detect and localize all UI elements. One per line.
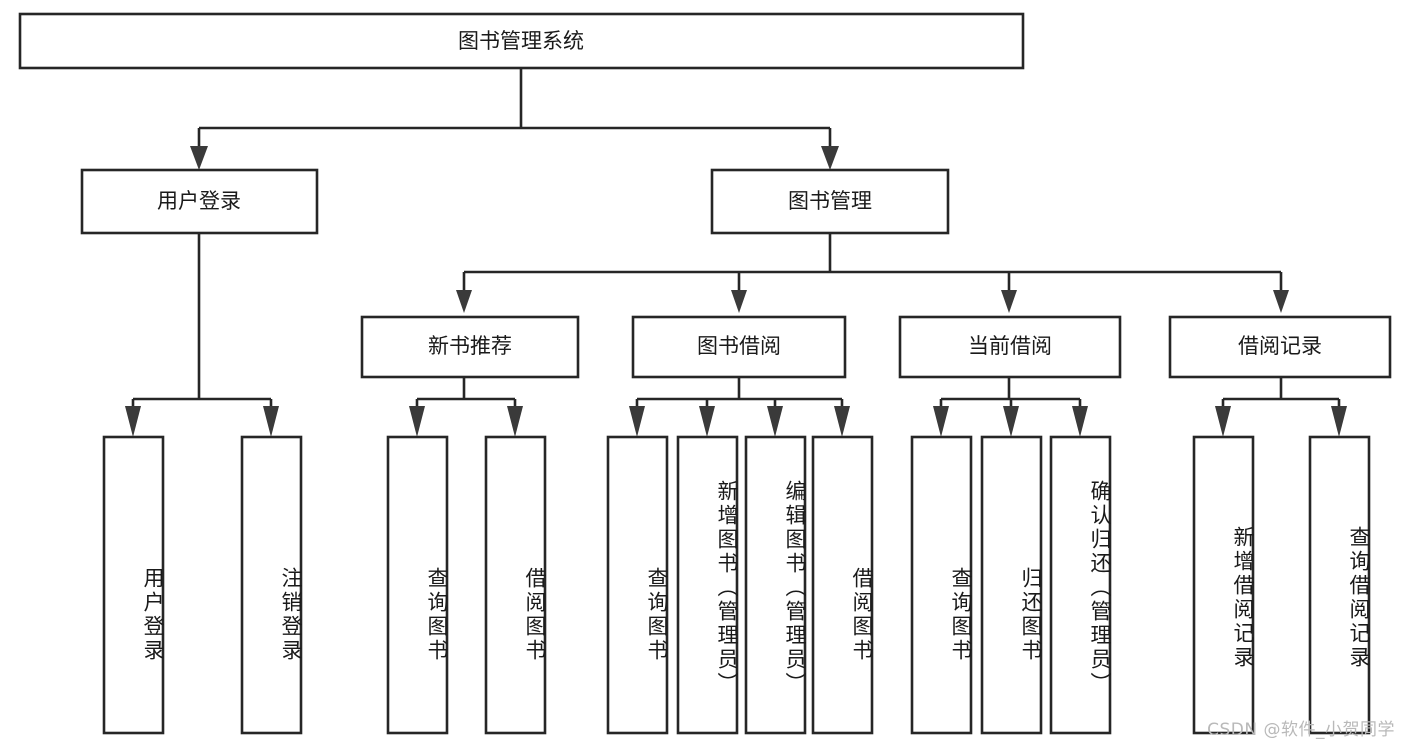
arrowhead-new-book [456,290,472,313]
node-current-borrow-box [898,315,1122,379]
leaf-box-br-add-record[interactable] [1192,435,1255,735]
arrowhead-current-borrow [1001,290,1017,313]
arrowhead-br-query [1331,406,1347,437]
leaf-box-bb-add-book[interactable] [676,435,739,735]
leaf-box-nb-borrow-book[interactable] [484,435,547,735]
node-borrow-record-box [1168,315,1392,379]
node-user-login-box [80,168,319,235]
arrowhead-cb-query [933,406,949,437]
connector-current-borrow-to-leaves [933,377,1088,437]
node-book-borrow-box [631,315,847,379]
arrowhead-book-borrow [731,290,747,313]
leaf-box-bb-query-book[interactable] [606,435,669,735]
leaf-box-user-login[interactable] [102,435,165,735]
leaf-box-nb-query-book[interactable] [386,435,449,735]
connector-root-to-level2 [190,68,839,170]
node-user-login[interactable]: 用户登录 [80,168,319,235]
leaf-box-bb-edit-book[interactable] [744,435,807,735]
arrowhead-nb-borrow [507,406,523,437]
arrowhead-br-add [1215,406,1231,437]
leaf-box-bb-borrow-book[interactable] [811,435,874,735]
node-current-borrow[interactable]: 当前借阅 [898,315,1122,379]
node-user-login-label: 用户登录 [157,189,241,213]
connector-book-borrow-to-leaves [629,377,850,437]
node-book-manage[interactable]: 图书管理 [710,168,950,235]
arrowhead-book-manage [821,146,839,170]
node-book-borrow-label: 图书借阅 [697,334,781,358]
node-book-manage-label: 图书管理 [788,189,872,213]
node-new-book-recommend[interactable]: 新书推荐 [360,315,580,379]
arrowhead-cb-return [1003,406,1019,437]
leaf-box-cb-confirm-return[interactable] [1049,435,1112,735]
arrowhead-bb-query [629,406,645,437]
arrowhead-bb-edit [767,406,783,437]
arrowhead-bb-borrow [834,406,850,437]
arrowhead-bb-add [699,406,715,437]
node-book-manage-box [710,168,950,235]
arrowhead-user-login [190,146,208,170]
arrowhead-borrow-record [1273,290,1289,313]
leaf-box-logout[interactable] [240,435,303,735]
arrowhead-leaf-user-login [125,406,141,437]
node-new-book-recommend-label: 新书推荐 [428,334,512,358]
connector-book-manage-to-level3 [456,233,1289,313]
connector-user-login-to-leaves [125,233,279,437]
leaf-box-cb-return-book[interactable] [980,435,1043,735]
node-borrow-record[interactable]: 借阅记录 [1168,315,1392,379]
arrowhead-nb-query [409,406,425,437]
arrowhead-cb-confirm [1072,406,1088,437]
node-borrow-record-label: 借阅记录 [1238,334,1322,358]
leaf-box-cb-query-book[interactable] [910,435,973,735]
connector-new-book-to-leaves [409,377,523,437]
node-book-borrow[interactable]: 图书借阅 [631,315,847,379]
leaf-node-boxes [102,435,1371,735]
arrowhead-leaf-logout [263,406,279,437]
node-root-system[interactable]: 图书管理系统 [18,12,1025,70]
node-new-book-recommend-box [360,315,580,379]
node-current-borrow-label: 当前借阅 [968,334,1052,358]
leaf-box-br-query-record[interactable] [1308,435,1371,735]
connector-borrow-record-to-leaves [1215,377,1347,437]
node-root-system-box [18,12,1025,70]
node-root-system-label: 图书管理系统 [458,29,584,53]
